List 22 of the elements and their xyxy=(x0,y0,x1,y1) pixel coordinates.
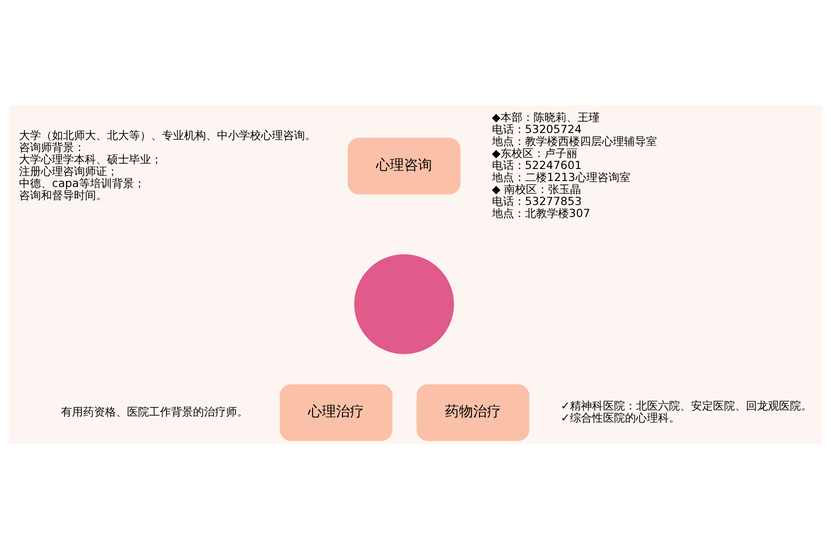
node-circle xyxy=(354,254,454,354)
node-label: ✓综合性医院的心理科。 xyxy=(560,411,680,424)
node-box: 药物治疗 xyxy=(416,384,530,440)
node-label: 大学心理学本科、硕士毕业； xyxy=(19,152,162,166)
label: 地点：二楼1213心理咨询室 xyxy=(492,170,630,184)
node-box: 心理咨询 xyxy=(348,137,460,194)
label: 电话：52247601 xyxy=(492,158,582,172)
label: ◆东校区：卢子丽 xyxy=(492,146,578,160)
node-label: 中德、capa等培训背景； xyxy=(19,176,146,190)
node-label: 咨询师背景： xyxy=(19,140,86,154)
label: 地点：教学楼西楼四层心理辅导室 xyxy=(492,134,657,148)
label: ◆ 南校区：张玉晶 xyxy=(492,182,582,196)
node-label: 有用药资格、医院工作背景的治疗师。 xyxy=(61,405,248,418)
node-label: 注册心理咨询师证； xyxy=(19,164,118,178)
node-label: ✓精神科医院：北医六院、安定医院、回龙观医院。 xyxy=(560,399,812,412)
label: ◆本部：陈晓莉、王瑾 xyxy=(492,110,600,124)
label: 地点：北教学楼307 xyxy=(492,206,590,220)
label: 电话：53205724 xyxy=(492,122,582,136)
node-label: 大学（如北师大、北大等）、专业机构、中小学校心理咨询。 xyxy=(19,128,316,142)
label: 电话：53277853 xyxy=(492,194,582,208)
node-label: 咨询和督导时间。 xyxy=(19,188,108,202)
node-box: 心理治疗 xyxy=(280,384,392,440)
